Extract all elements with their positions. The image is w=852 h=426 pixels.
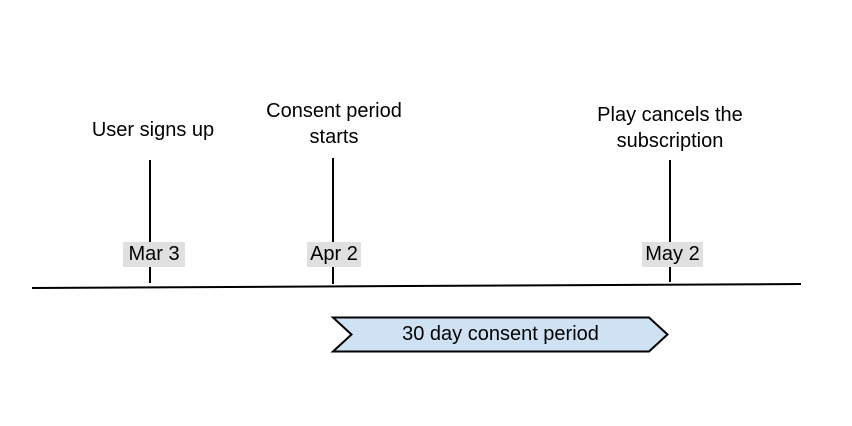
event-tick-line [332,158,334,284]
event-tick-line [149,160,151,283]
event-date-chip: May 2 [642,242,703,267]
event-date-chip: Mar 3 [123,242,185,267]
timeline-axis-line [31,283,802,289]
event-date-chip: Apr 2 [307,242,361,267]
consent-period-banner-label: 30 day consent period [402,322,599,345]
event-label-play-cancels-subscription: Play cancels the subscription [597,104,743,152]
event-label-consent-period-starts: Consent period starts [266,100,402,148]
event-label-user-signs-up: User signs up [91,119,215,141]
event-tick-line [669,160,671,282]
